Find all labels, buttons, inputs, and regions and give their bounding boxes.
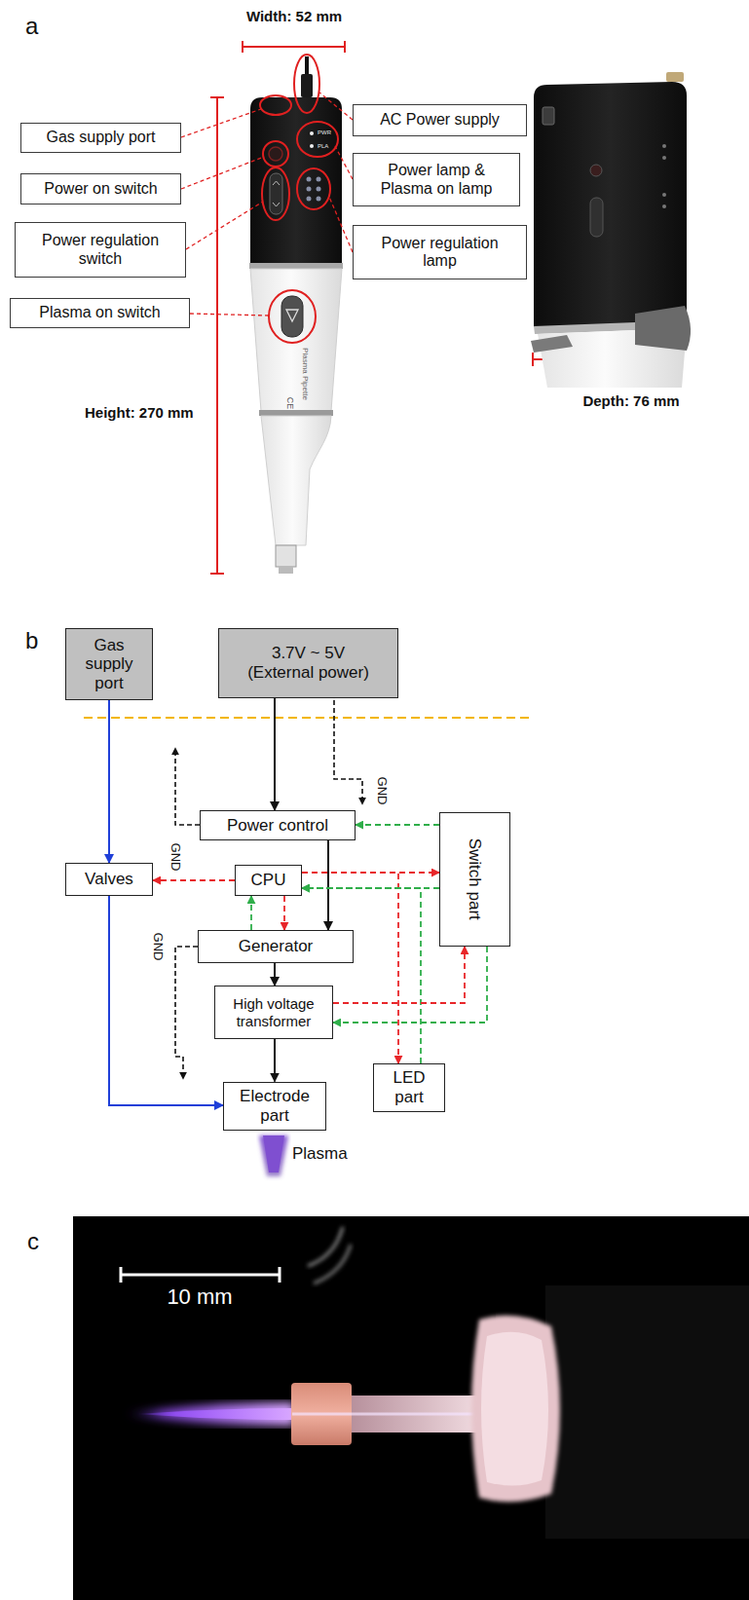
connector [355,823,440,826]
node-label: 3.7V ~ 5V (External power) [241,643,376,682]
node-label: Gas supply port [78,636,140,694]
process-box: Generator [197,930,354,964]
connector [273,698,276,811]
ground-label: GND [374,777,389,806]
connector [333,946,487,1023]
device-marking: PWR [317,129,332,137]
input-box: Gas supply port [65,628,153,701]
connector [273,1039,276,1083]
node-label: Gas supply port [45,128,155,147]
callout-box: Power regulation switch [14,222,187,278]
node-label: Power control [226,816,329,836]
panel-letter: b [25,628,38,654]
dimension-label: Depth: 76 mm [582,393,679,411]
node-label: AC Power supply [379,111,500,129]
callout-box: AC Power supply [352,104,527,137]
node-label: Plasma on switch [38,303,161,322]
node-label: Electrode part [229,1086,320,1125]
connector [109,896,224,1106]
node-label: Power on switch [43,180,158,198]
dimension-label: Width: 52 mm [246,8,342,26]
node-label: Valves [84,869,134,890]
ground-label: GND [168,843,183,872]
node-label: CPU [251,870,287,891]
device-marking: CE [284,397,295,411]
connector [108,700,111,863]
input-box: 3.7V ~ 5V (External power) [218,628,399,699]
connector [327,840,330,931]
process-box: Switch part [439,812,511,947]
device-marking: Plasma Pipette [300,347,310,401]
node-label: Power regulation lamp [377,234,503,271]
connector [273,963,276,986]
callout-box: Power regulation lamp [352,224,527,280]
callout-box: Plasma on switch [9,298,190,329]
process-box: Power control [199,810,356,841]
dimension-label: Height: 270 mm [84,405,194,422]
connector [283,896,286,931]
node-label: Power regulation switch [37,231,164,268]
plasma-label: Plasma [292,1145,348,1164]
connector [250,896,253,931]
connector [152,879,235,882]
ground-label: GND [150,933,165,962]
node-label: Power lamp & Plasma on lamp [374,161,499,198]
process-box: LED part [373,1063,446,1113]
panel-letter: a [25,13,38,39]
process-box: Valves [65,862,153,897]
process-box: CPU [234,864,302,897]
device-marking: PLA [317,143,329,150]
node-label: Switch part [465,838,486,921]
node-label: Generator [238,936,314,957]
process-box: Electrode part [223,1082,327,1131]
process-box: High voltage transformer [214,985,334,1040]
callout-box: Power lamp & Plasma on lamp [352,152,521,207]
callout-box: Gas supply port [20,122,182,153]
panel-letter: c [27,1229,39,1255]
node-label: LED part [383,1068,435,1107]
node-label: High voltage transformer [222,995,326,1030]
callout-box: Power on switch [20,173,182,205]
scale-label: 10 mm [166,1285,232,1310]
